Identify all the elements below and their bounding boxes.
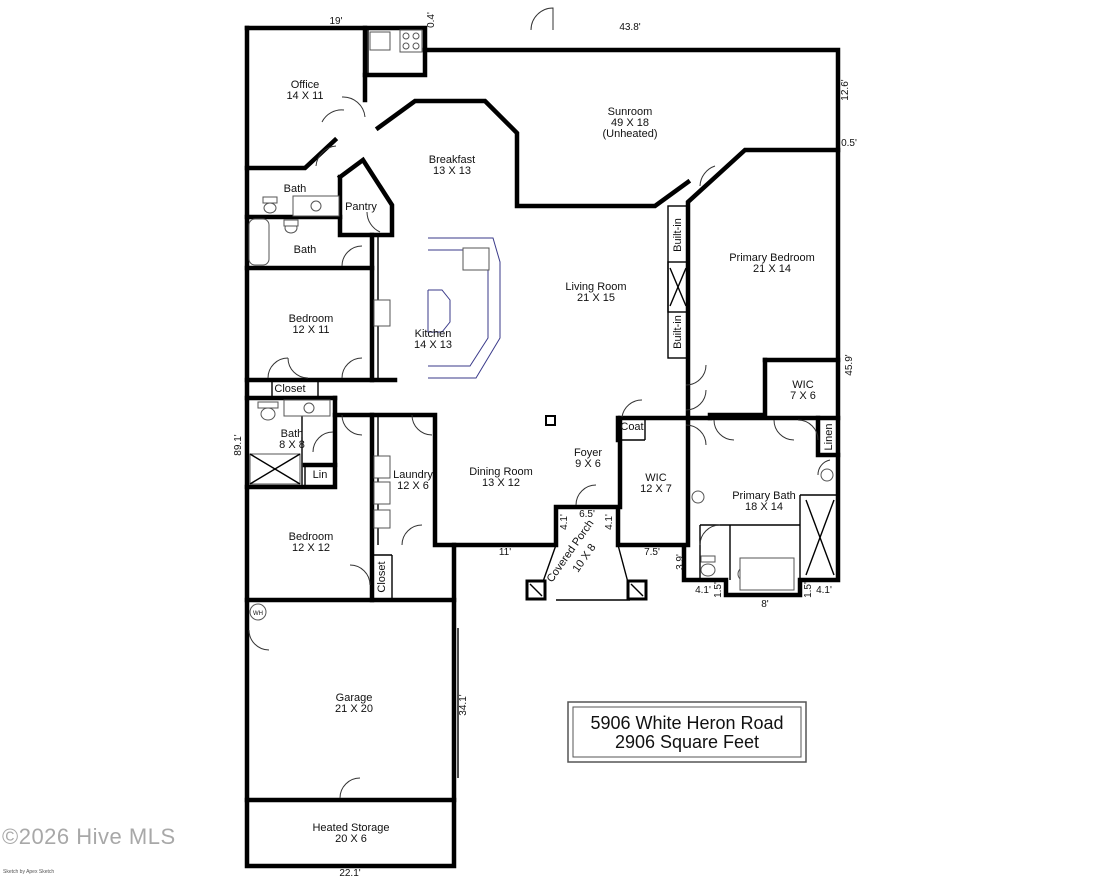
dim-bath-step-w: 4.1': [695, 585, 711, 596]
water-heater-label: WH: [253, 611, 263, 617]
kitchen-name: Kitchen: [415, 328, 452, 340]
office-name: Office: [291, 79, 320, 91]
dim-bottom: 22.1': [339, 868, 360, 877]
dim-bath-bottom: 8': [761, 599, 769, 610]
wic-size: 12 X 7: [640, 483, 672, 495]
primary-bath-size: 18 X 14: [745, 501, 783, 513]
foyer-name: Foyer: [574, 447, 602, 459]
bath3-size: 8 X 8: [279, 439, 305, 451]
toilet: [263, 202, 277, 214]
kitchen-size: 14 X 13: [414, 339, 452, 351]
linen-label: Linen: [823, 424, 835, 451]
builtin-bottom-label: Built-in: [672, 315, 684, 349]
dim-top-right: 43.8': [619, 22, 640, 33]
laundry-name: Laundry: [393, 469, 433, 481]
garage-name: Garage: [336, 692, 373, 704]
kitchen-sink: [462, 247, 490, 271]
bedroom2-size: 12 X 12: [292, 542, 330, 554]
living-name: Living Room: [565, 281, 626, 293]
dim-front-mid: 7.5': [644, 547, 660, 558]
coat-label: Coat: [620, 421, 643, 433]
closet-bed2-label: Closet: [376, 561, 388, 592]
dim-porch-width: 6.5': [579, 509, 595, 520]
storage-size: 20 X 6: [335, 833, 367, 845]
dim-top-left: 19': [329, 16, 342, 27]
breakfast-name: Breakfast: [429, 154, 475, 166]
sunroom-size: 49 X 18: [611, 117, 649, 129]
office-size: 14 X 11: [286, 90, 323, 102]
interior-walls: [244, 47, 841, 803]
fireplace: [667, 261, 689, 313]
sunroom-note: (Unheated): [602, 128, 657, 140]
room-labels: Office 14 X 11 Bath Bath Pantry Breakfas…: [253, 79, 835, 845]
address-text: 5906 White Heron Road: [590, 713, 783, 733]
dryer: [373, 481, 391, 505]
dining-size: 13 X 12: [482, 477, 520, 489]
dim-top-small: 0.4': [426, 12, 437, 28]
breakfast-size: 13 X 13: [433, 165, 471, 177]
laundry-size: 12 X 6: [397, 480, 429, 492]
dim-right-full: 45.9': [844, 354, 855, 375]
storage-name: Heated Storage: [312, 822, 389, 834]
primary-bedroom-name: Primary Bedroom: [729, 252, 815, 264]
wic-small-name: WIC: [792, 379, 813, 391]
cooktop: [373, 299, 391, 327]
sketch-credit: Sketch by Apex Sketch: [3, 869, 55, 875]
dim-porch-right: 4.1': [604, 514, 615, 530]
garage-size: 21 X 20: [335, 703, 373, 715]
thin-lines: [271, 28, 838, 778]
bedroom1-size: 12 X 11: [292, 324, 329, 336]
watermark: ©2026 Hive MLS: [2, 824, 176, 849]
closet-hall-label: Closet: [274, 383, 305, 395]
washer: [373, 455, 391, 479]
dim-bath-step-h: 3.9': [675, 554, 686, 570]
bedroom2-name: Bedroom: [289, 531, 334, 543]
laundry-sink: [373, 509, 391, 529]
pantry-name: Pantry: [345, 201, 377, 213]
dim-front-left: 11': [499, 547, 511, 558]
wic-name: WIC: [645, 472, 666, 484]
dim-bath-right-w: 4.1': [816, 585, 832, 596]
sunroom-name: Sunroom: [608, 106, 653, 118]
bedroom1-name: Bedroom: [289, 313, 334, 325]
bath-top-name: Bath: [284, 183, 307, 195]
bath-mid-name: Bath: [294, 244, 317, 256]
corner-sink: [369, 31, 391, 51]
column: [545, 415, 556, 426]
address-box: 5906 White Heron Road 2906 Square Feet: [567, 701, 807, 763]
water-heater: [249, 603, 267, 621]
square-feet-text: 2906 Square Feet: [615, 732, 759, 752]
dining-name: Dining Room: [469, 466, 533, 478]
dim-garage-depth: 34.1': [458, 694, 469, 715]
dim-bath-inner-h: 1.5': [713, 582, 724, 598]
wic-small-size: 7 X 6: [790, 390, 816, 402]
primary-bedroom-size: 21 X 14: [753, 263, 791, 275]
lin-label: Lin: [313, 469, 328, 481]
bathtub: [248, 218, 270, 266]
dim-left-full: 89.1': [233, 434, 244, 455]
bath3-name: Bath: [281, 428, 304, 440]
dim-right-upper: 12.6': [840, 79, 851, 100]
dim-porch-left: 4.1': [559, 514, 570, 530]
foyer-size: 9 X 6: [575, 458, 601, 470]
dim-right-step: 0.5': [841, 138, 857, 149]
dim-bath-right-h: 1.5': [803, 582, 814, 598]
range: [399, 29, 423, 53]
fixtures: [248, 29, 834, 621]
builtin-top-label: Built-in: [672, 218, 684, 252]
dimension-labels: 19' 0.4' 43.8' 12.6' 0.5' 45.9' 89.1' 4.…: [233, 12, 857, 877]
primary-bath-name: Primary Bath: [732, 490, 796, 502]
living-size: 21 X 15: [577, 292, 615, 304]
doors: [248, 7, 831, 799]
